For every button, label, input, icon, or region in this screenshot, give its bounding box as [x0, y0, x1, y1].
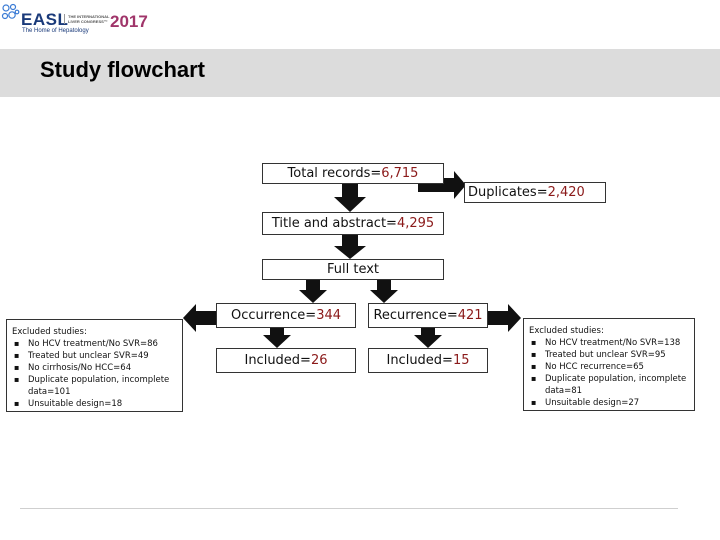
- total-records-value: 6,715: [381, 166, 419, 181]
- arrow-to-excluded-right: [488, 304, 521, 332]
- arrow-total-to-title: [334, 183, 366, 212]
- list-item: No HCV treatment/No SVR=86: [12, 338, 178, 350]
- occurrence-value: 344: [316, 308, 342, 323]
- list-item: Unsuitable design=18: [12, 398, 178, 410]
- easl-logo: EASL The Home of Hepatology THE INTERNAT…: [0, 0, 160, 40]
- list-item: Unsuitable design=27: [529, 397, 690, 409]
- excluded-right-box: Excluded studies: No HCV treatment/No SV…: [523, 318, 695, 411]
- list-item: No HCV treatment/No SVR=138: [529, 337, 690, 349]
- recurrence-label: Recurrence=: [373, 308, 458, 323]
- page-title: Study flowchart: [40, 57, 206, 82]
- congress-year: 2017: [110, 12, 148, 31]
- duplicates-value: 2,420: [547, 185, 585, 200]
- excluded-right-list: No HCV treatment/No SVR=138 Treated but …: [529, 337, 690, 409]
- occurrence-label: Occurrence=: [230, 308, 317, 323]
- included-recurrence-box: Included=15: [368, 348, 488, 373]
- list-item: Treated but unclear SVR=95: [529, 349, 690, 361]
- duplicates-label: Duplicates=: [468, 185, 548, 200]
- excluded-right-heading: Excluded studies:: [529, 326, 604, 336]
- arrow-fulltext-to-occurrence: [299, 280, 327, 303]
- footer-divider: [20, 508, 678, 509]
- logo-tagline: The Home of Hepatology: [22, 28, 89, 34]
- list-item: Treated but unclear SVR=49: [12, 350, 178, 362]
- included-recurrence-value: 15: [452, 353, 470, 368]
- logo-text: EASL: [21, 10, 69, 29]
- arrow-title-to-fulltext: [334, 235, 366, 259]
- full-text-label: Full text: [326, 262, 380, 277]
- total-records-label: Total records=: [287, 166, 382, 181]
- included-recurrence-label: Included=: [386, 353, 453, 368]
- arrow-occurrence-to-included: [263, 328, 291, 348]
- excluded-left-heading: Excluded studies:: [12, 327, 87, 337]
- title-abstract-box: Title and abstract=4,295: [262, 212, 444, 235]
- included-occurrence-label: Included=: [244, 353, 311, 368]
- excluded-left-box: Excluded studies: No HCV treatment/No SV…: [6, 319, 183, 412]
- recurrence-box: Recurrence=421: [368, 303, 488, 328]
- arrow-to-excluded-left: [183, 304, 216, 332]
- included-occurrence-value: 26: [310, 353, 328, 368]
- excluded-left-list: No HCV treatment/No SVR=86 Treated but u…: [12, 338, 178, 410]
- arrow-fulltext-to-recurrence: [370, 280, 398, 303]
- list-item: No cirrhosis/No HCC=64: [12, 362, 178, 374]
- title-abstract-label: Title and abstract=: [271, 216, 397, 231]
- title-band: [0, 49, 720, 97]
- logo-circles-icon: [1, 3, 20, 20]
- recurrence-value: 421: [457, 308, 483, 323]
- list-item: No HCC recurrence=65: [529, 361, 690, 373]
- congress-text: THE INTERNATIONAL LIVER CONGRESS™: [64, 14, 112, 24]
- duplicates-box: Duplicates=2,420: [464, 182, 606, 203]
- total-records-box: Total records=6,715: [262, 163, 444, 184]
- included-occurrence-box: Included=26: [216, 348, 356, 373]
- full-text-box: Full text: [262, 259, 444, 280]
- title-abstract-value: 4,295: [396, 216, 435, 231]
- list-item: Duplicate population, incomplete data=81: [529, 373, 690, 397]
- arrow-recurrence-to-included: [414, 328, 442, 348]
- occurrence-box: Occurrence=344: [216, 303, 356, 328]
- list-item: Duplicate population, incomplete data=10…: [12, 374, 178, 398]
